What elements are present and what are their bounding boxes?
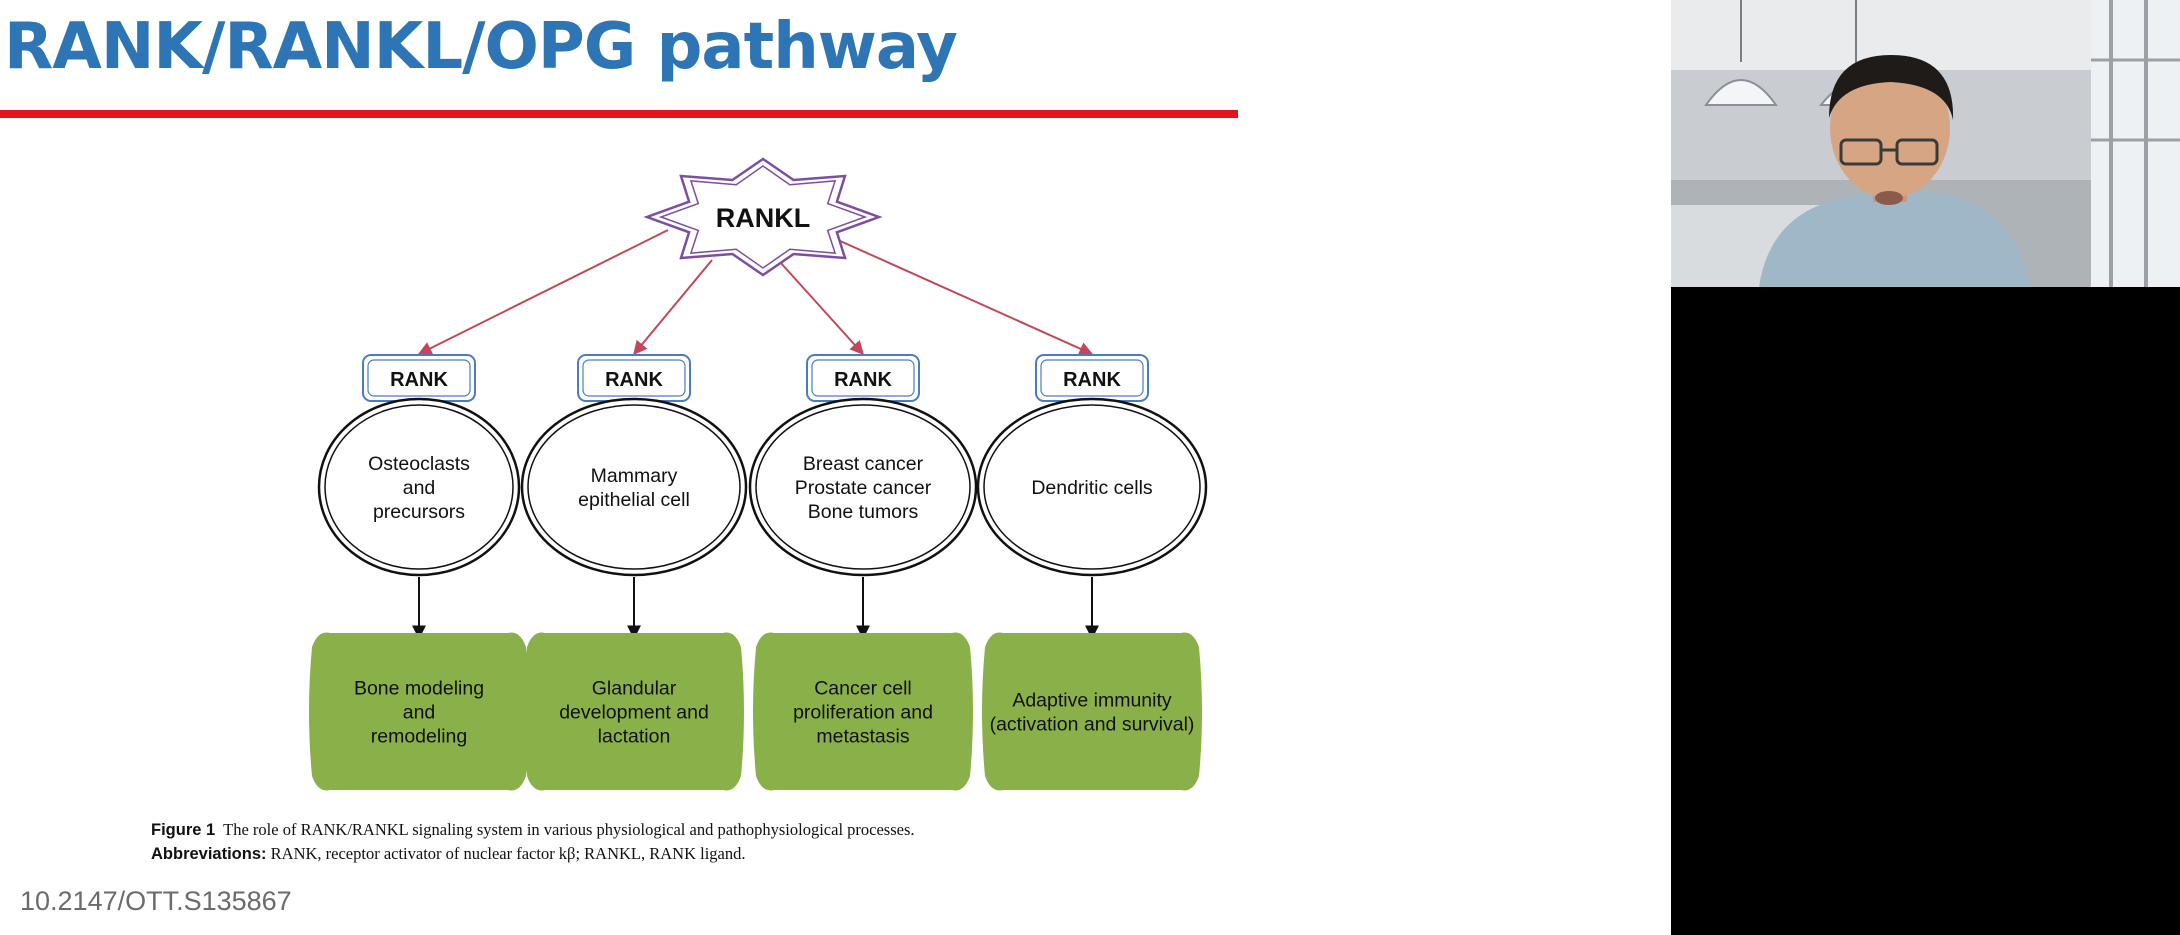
cell-ellipse-outer [317, 397, 521, 577]
outcome-label-line: remodeling [371, 726, 467, 748]
outcome-label-line: proliferation and [793, 702, 933, 724]
cell-label-line: Prostate cancer [795, 477, 932, 499]
slide: RANK/RANKL/OPG pathway RANKL RANK Osteocl… [0, 10, 1238, 916]
slide-title: RANK/RANKL/OPG pathway [4, 10, 958, 84]
cell-ellipse-inner [983, 404, 1201, 570]
video-panel [1671, 0, 2180, 935]
cell-label-line: Osteoclasts [368, 453, 470, 475]
caption-figure-label: Figure 1 [151, 821, 216, 839]
webcam-feed[interactable] [1671, 0, 2180, 287]
rankl-star-inner [658, 165, 868, 269]
figure-caption: Figure 1 The role of RANK/RANKL signalin… [151, 818, 915, 866]
cell-label-line: epithelial cell [578, 489, 690, 511]
cell-label-line: Breast cancer [803, 453, 924, 475]
outcome-box [982, 632, 1202, 791]
title-underline [0, 110, 1238, 118]
caption-line-1: Figure 1 The role of RANK/RANKL signalin… [151, 818, 915, 842]
cell-ellipse-inner [324, 404, 514, 570]
caption-figure-text: The role of RANK/RANKL signaling system … [223, 820, 915, 839]
ligand-arrow-4 [837, 239, 1094, 356]
rank-label: RANK [390, 369, 448, 391]
ligand-arrow-1 [417, 229, 669, 355]
outcome-label-line: development and [559, 702, 709, 724]
cell-ellipse-outer [748, 397, 978, 577]
outcome-label-line: Cancer cell [814, 678, 912, 700]
rank-box-inner [1040, 359, 1144, 397]
rankl-label: RANKL [716, 203, 811, 233]
cell-label-line: Mammary [591, 465, 678, 487]
rank-box-inner [582, 359, 686, 397]
outcome-label-line: Bone modeling [354, 678, 484, 700]
cell-label-line: Dendritic cells [1031, 477, 1153, 499]
outcome-label-line: metastasis [816, 726, 909, 748]
caption-line-2: Abbreviations: RANK, receptor activator … [151, 842, 915, 866]
outcome-label-line: and [403, 702, 436, 724]
cell-label-line: precursors [373, 501, 465, 523]
outcome-label-line: lactation [598, 726, 671, 748]
caption-abbrev-text: RANK, receptor activator of nuclear fact… [270, 844, 746, 863]
outcome-label-line: (activation and survival) [990, 714, 1195, 736]
rank-label: RANK [834, 369, 892, 391]
person-video-feed-icon [1671, 0, 2180, 287]
cell-ellipse-outer [520, 397, 748, 577]
ligand-arrow-3 [779, 261, 864, 356]
outcome-box [753, 632, 973, 791]
outcome-box [524, 632, 744, 791]
cell-ellipse-outer [976, 397, 1208, 577]
doi-reference: 10.2147/OTT.S135867 [20, 886, 292, 916]
ligand-arrows [417, 229, 1094, 356]
cell-ellipse-inner [527, 404, 741, 570]
cell-label-line: and [403, 477, 436, 499]
rank-label: RANK [605, 369, 663, 391]
rank-label: RANK [1063, 369, 1121, 391]
outcome-label-line: Adaptive immunity [1012, 690, 1172, 712]
rank-box-inner [367, 359, 471, 397]
cell-label-line: Bone tumors [808, 501, 919, 523]
rank-box-inner [811, 359, 915, 397]
caption-abbrev-label: Abbreviations: [151, 845, 267, 863]
rankl-node: RANKL [643, 157, 883, 277]
rankl-star-outer [643, 157, 883, 277]
outcome-label-line: Glandular [592, 678, 677, 700]
ligand-arrow-2 [633, 259, 713, 356]
cell-ellipse-inner [755, 404, 971, 570]
outcome-box [309, 632, 529, 791]
